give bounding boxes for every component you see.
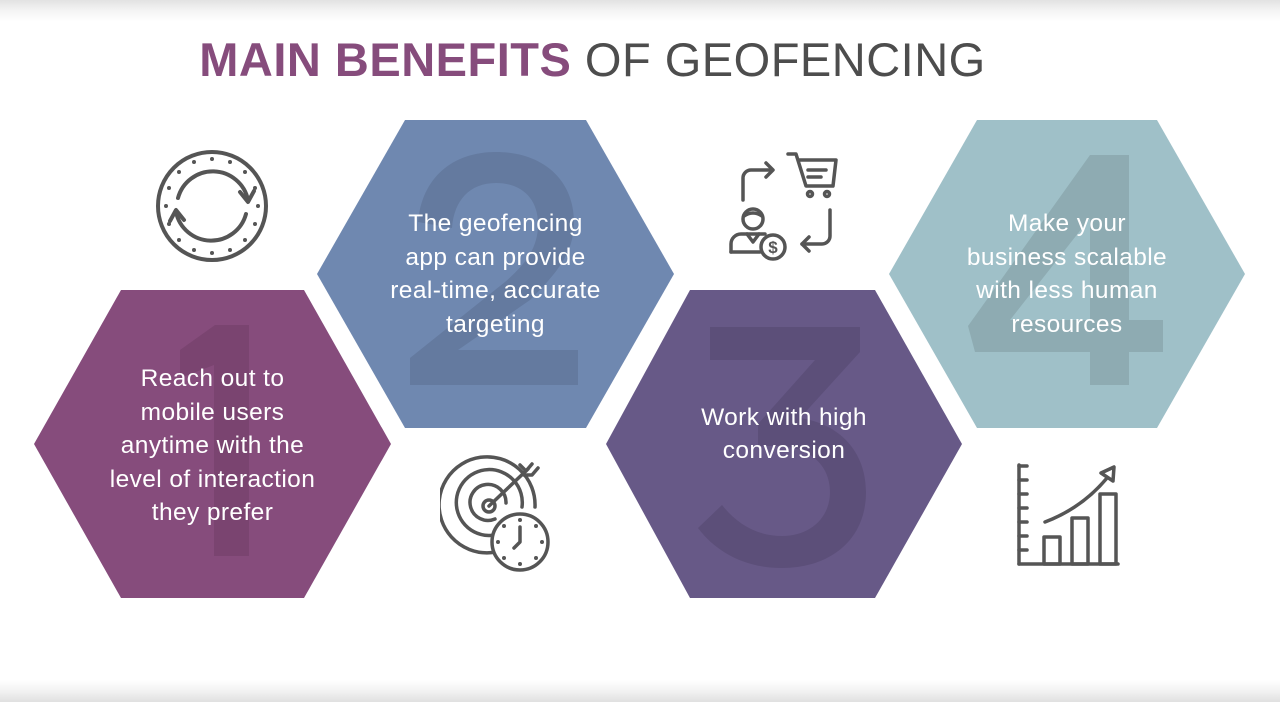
growth-chart-icon <box>1017 463 1120 566</box>
benefit-1-line-2: mobile users <box>140 398 285 426</box>
benefit-1-line-5: they prefer <box>151 499 274 527</box>
hexagon-4 <box>889 120 1245 428</box>
numeral-4 <box>968 155 1163 385</box>
numeral-3 <box>698 327 866 568</box>
benefit-3-line-1: Work with high <box>701 403 867 431</box>
benefit-2-line-1: The geofencing <box>408 210 583 237</box>
svg-text:$: $ <box>768 238 778 257</box>
top-shadow <box>0 0 1280 22</box>
benefit-1-line-3: anytime with the <box>120 432 305 460</box>
benefit-4-line-4: resources <box>1011 310 1123 338</box>
benefit-1-line-4: level of interaction <box>109 465 316 493</box>
benefit-4-line-3: with less human <box>976 277 1158 304</box>
numeral-1 <box>180 325 249 556</box>
benefit-1-text: Reach out to mobile users anytime with t… <box>34 290 391 598</box>
bottom-shadow <box>0 680 1280 702</box>
benefit-2-line-3: real-time, accurate <box>390 277 601 304</box>
page-title: MAIN BENEFITS OF GEOFENCING <box>0 28 1185 92</box>
title-highlight: MAIN BENEFITS <box>199 33 572 86</box>
numeral-2 <box>410 152 578 385</box>
title-rest: OF GEOFENCING <box>584 33 986 86</box>
hexagon-1 <box>34 290 391 598</box>
benefit-2-text: The geofencing app can provide real-time… <box>317 120 674 428</box>
benefit-1-line-1: Reach out to <box>140 365 285 393</box>
refresh-cycle-icon <box>156 150 268 262</box>
customer-purchase-cycle-icon: $ <box>729 152 838 261</box>
hexagon-3 <box>606 290 962 598</box>
hexagon-2 <box>317 120 674 428</box>
benefit-4-line-1: Make your <box>1008 210 1126 237</box>
target-clock-icon <box>440 455 550 572</box>
benefit-3-text: Work with high conversion <box>606 290 962 598</box>
benefit-2-line-2: app can provide <box>405 243 586 271</box>
benefit-4-text: Make your business scalable with less hu… <box>889 120 1245 428</box>
benefit-4-line-2: business scalable <box>966 243 1168 271</box>
benefit-3-line-2: conversion <box>722 437 846 464</box>
benefit-2-line-4: targeting <box>446 310 545 338</box>
